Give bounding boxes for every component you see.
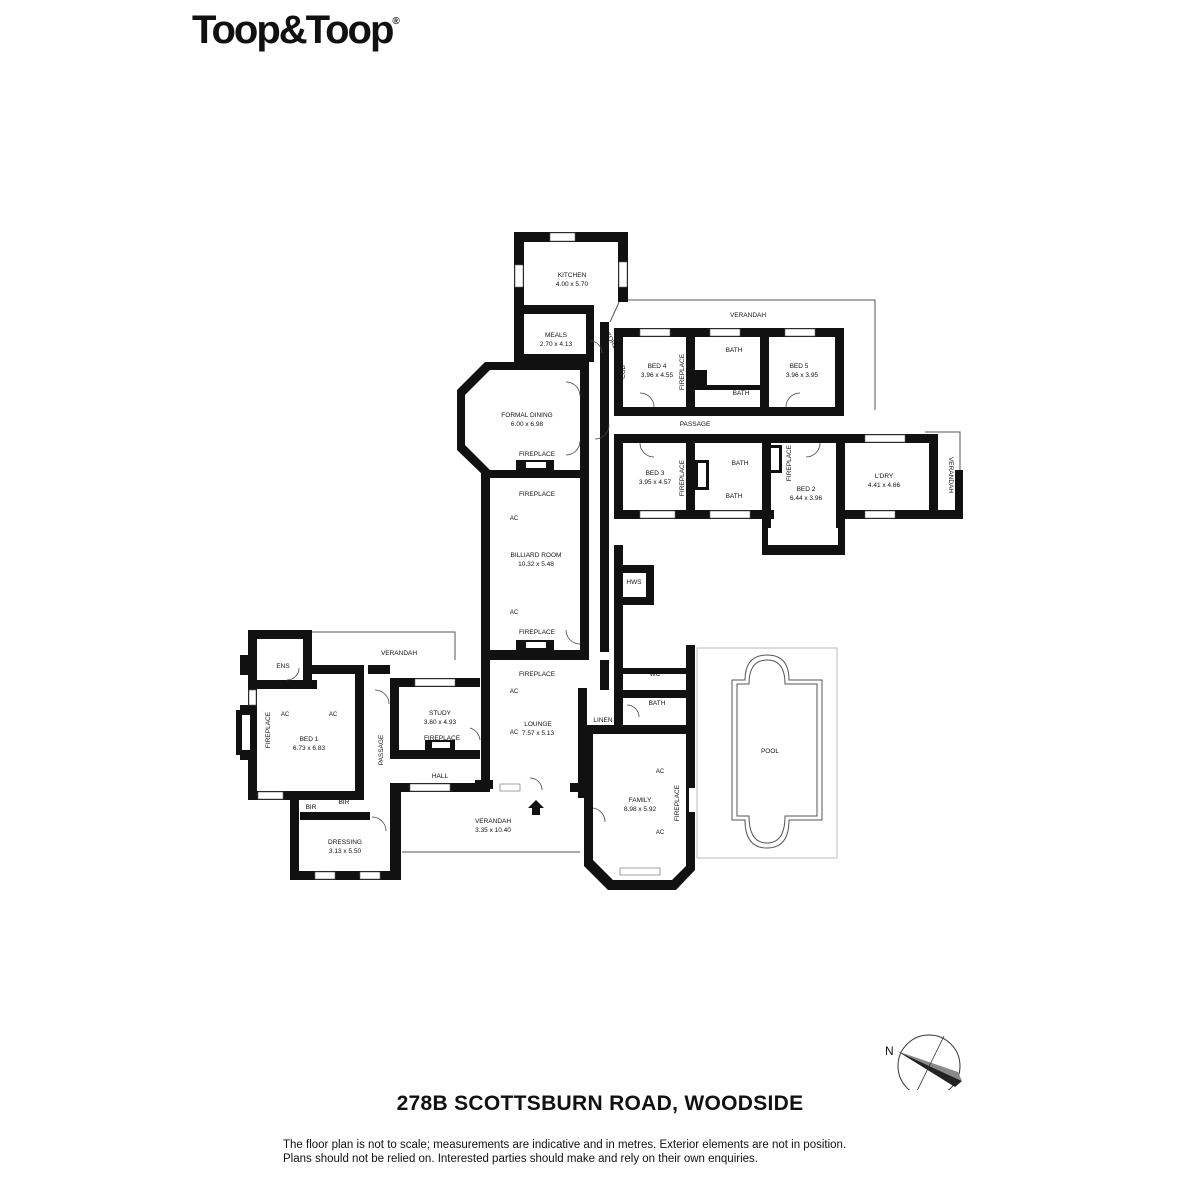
door-swings (286, 340, 821, 832)
hall-label: HALL (432, 773, 449, 780)
bed5-size: 3.96 x 3.95 (786, 372, 819, 379)
bath-label-bed23-top: BATH (732, 460, 749, 467)
rear-verandah-label: VERANDAH (730, 312, 766, 319)
fireplace-label-dining: FIREPLACE (519, 451, 556, 458)
dressing-size: 3.13 x 5.50 (329, 848, 362, 855)
fireplace-hearths (242, 448, 779, 812)
compass-needle (897, 1051, 962, 1087)
bath-label-bed45-top: BATH (726, 347, 743, 354)
disclaimer: The floor plan is not to scale; measurem… (283, 1138, 846, 1166)
lounge-label: LOUNGE (524, 721, 552, 728)
bir-label-2: BIR (339, 799, 350, 806)
family-label: FAMILY (629, 797, 652, 804)
bed4-size: 3.96 x 4.55 (641, 372, 674, 379)
west-verandah-label: VERANDAH (381, 650, 417, 657)
fireplace-label-billiard-bottom: FIREPLACE (519, 629, 556, 636)
windows (248, 232, 906, 880)
ac-label-billiard-2: AC (510, 610, 519, 616)
pool-deck (696, 647, 838, 859)
fireplace-label-lounge: FIREPLACE (519, 671, 556, 678)
cub-label: CUB (620, 365, 627, 379)
passage-label-east: PASSAGE (680, 421, 711, 428)
pool-outline (731, 654, 823, 849)
bed3-size: 3.95 x 4.57 (639, 479, 672, 486)
wc-label: WC (650, 671, 661, 678)
floor-plan: KITCHEN 4.00 x 5.70 MEALS 2.70 x 4.13 FO… (236, 232, 963, 1090)
meals-label: MEALS (545, 332, 568, 339)
laundry-size: 4.41 x 4.66 (868, 482, 901, 489)
lounge-size: 7.57 x 5.13 (522, 730, 555, 737)
study-label: STUDY (429, 710, 452, 717)
dressing-label: DRESSING (328, 839, 362, 846)
hws-label: HWS (626, 579, 642, 586)
study-size: 3.60 x 4.93 (424, 719, 457, 726)
fireplace-label-bed1: FIREPLACE (265, 711, 272, 748)
brand-logo: Toop&Toop® (192, 8, 400, 53)
fireplace-label-billiard-top: FIREPLACE (519, 491, 556, 498)
billiard-label: BILLIARD ROOM (511, 552, 562, 559)
ac-label-family-2: AC (656, 830, 665, 836)
entry-arrow (528, 800, 544, 815)
bed3-label: BED 3 (646, 470, 665, 477)
pool-label: POOL (761, 748, 779, 755)
fireplace-label-study: FIREPLACE (424, 735, 461, 742)
meals-size: 2.70 x 4.13 (540, 341, 573, 348)
bath-label-main: BATH (649, 700, 666, 707)
pool-inner-outline (736, 659, 818, 844)
fireplace-label-bed3: FIREPLACE (679, 459, 686, 496)
ac-label-billiard-1: AC (510, 516, 519, 522)
compass: N (885, 1034, 962, 1090)
kitchen-size: 4.00 x 5.70 (556, 281, 589, 288)
kitchen-label: KITCHEN (558, 272, 587, 279)
bed1-size: 6.73 x 6.83 (293, 745, 326, 752)
disclaimer-line-2: Plans should not be relied on. Intereste… (283, 1153, 758, 1165)
family-size: 8.98 x 5.92 (624, 806, 657, 813)
bed4-label: BED 4 (648, 363, 667, 370)
fireplace-label-bed2: FIREPLACE (786, 444, 793, 481)
fireplace-label-bed4: FIREPLACE (679, 353, 686, 390)
walls (236, 232, 963, 890)
bed5-label: BED 5 (790, 363, 809, 370)
passage-label-west: PASSAGE (378, 734, 385, 765)
ac-label-bed1-1: AC (281, 712, 290, 718)
west-verandah-outline (312, 631, 456, 660)
linen-label: LINEN (593, 717, 612, 724)
bed2-size: 6.44 x 3.96 (790, 495, 823, 502)
billiard-size: 10.32 x 5.48 (518, 561, 554, 568)
disclaimer-line-1: The floor plan is not to scale; measurem… (283, 1139, 847, 1151)
formal-dining-size: 6.00 x 6.98 (511, 421, 544, 428)
bed2-label: BED 2 (797, 486, 816, 493)
logo-text: Toop&Toop (192, 8, 394, 52)
ac-label-family-1: AC (656, 769, 665, 775)
room-labels: KITCHEN 4.00 x 5.70 MEALS 2.70 x 4.13 FO… (265, 272, 954, 855)
front-verandah-size: 3.35 x 10.40 (475, 827, 511, 834)
bath-label-bed23-bottom: BATH (726, 493, 743, 500)
bir-label-1: BIR (306, 804, 317, 811)
ens-label: ENS (276, 663, 290, 670)
laundry-verandah-label: VERANDAH (947, 457, 954, 493)
rear-verandah-outline (609, 299, 876, 410)
ac-label-lounge-1: AC (510, 689, 519, 695)
formal-dining-label: FORMAL DINING (501, 412, 552, 419)
registered-mark: ® (392, 16, 400, 27)
laundry-label: L'DRY (875, 473, 894, 480)
bath-label-bed45-bottom: BATH (733, 390, 750, 397)
bed1-label: BED 1 (300, 736, 319, 743)
ac-label-bed1-2: AC (329, 712, 338, 718)
fireplace-label-family: FIREPLACE (674, 784, 681, 821)
front-verandah-label: VERANDAH (475, 818, 511, 825)
compass-north-label: N (885, 1044, 894, 1058)
property-address: 278B SCOTTSBURN ROAD, WOODSIDE (396, 1092, 804, 1115)
ac-label-lounge-2: AC (510, 730, 519, 736)
